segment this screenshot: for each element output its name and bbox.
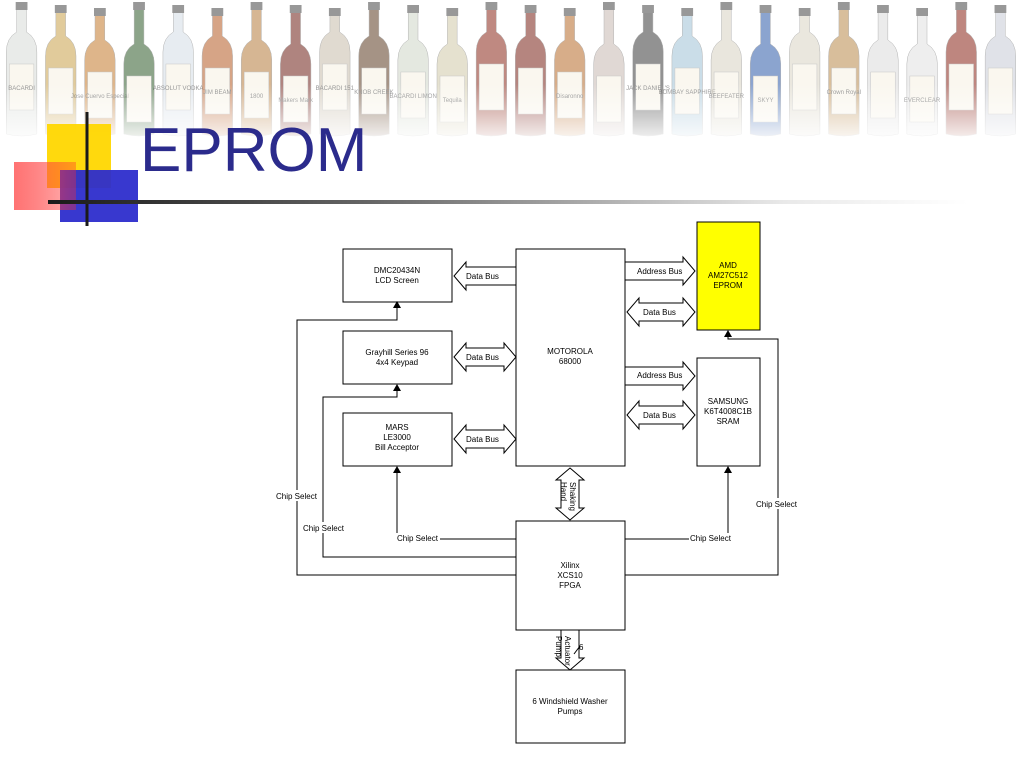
sram-line-1: SAMSUNG (708, 397, 748, 406)
sram-address-bus-label: Address Bus (637, 371, 682, 380)
fpga-block (515, 520, 626, 631)
fpga-line-2: XCS10 (557, 571, 583, 580)
lcd-data-bus-arrow (453, 260, 517, 292)
sram-block (696, 357, 761, 467)
keypad-data-bus-label: Data Bus (466, 353, 499, 362)
pump-count-label: 6 (579, 643, 584, 652)
keypad-line-1: Grayhill Series 96 (365, 348, 429, 357)
pump-actuator-arrow (554, 629, 586, 671)
sram-line-3: SRAM (716, 417, 739, 426)
lcd-line-1: DMC20434N (374, 266, 420, 275)
pumps-line-2: Pumps (558, 707, 583, 716)
pumps-block (515, 669, 626, 744)
sram-chip-select-label: Chip Select (690, 534, 732, 543)
cpu-block (515, 248, 626, 467)
banner-fade (0, 0, 1024, 140)
handshaking-label-1: Hand (559, 482, 568, 501)
keypad-chip-select-label: Chip Select (303, 524, 345, 533)
keypad-chip-select-line (322, 388, 516, 558)
sram-data-bus-label: Data Bus (643, 411, 676, 420)
lcd-chip-select-label: Chip Select (276, 492, 318, 501)
title-rule (48, 200, 968, 204)
pumps-line-1: 6 Windshield Washer (532, 697, 608, 706)
eprom-block (696, 221, 761, 331)
eprom-chip-select-label: Chip Select (756, 500, 798, 509)
lcd-line-2: LCD Screen (375, 276, 419, 285)
sram-cs-arrowhead (724, 466, 732, 473)
bill-data-bus-arrow (453, 423, 517, 455)
sram-line-2: K6T4008C1B (704, 407, 752, 416)
eprom-address-bus-label: Address Bus (637, 267, 682, 276)
chip-select-arrowheads (393, 301, 732, 473)
bill-chip-select-label: Chip Select (397, 534, 439, 543)
pump-actuator-label-1: Pump (554, 636, 563, 657)
eprom-data-bus-label: Data Bus (643, 308, 676, 317)
sram-cs-label-bg (689, 533, 733, 544)
fpga-line-3: FPGA (559, 581, 581, 590)
bottle-banner-image: BACARDIJose Cuervo EspecialABSOLUT VODKA… (0, 0, 1024, 140)
sram-data-bus-arrow (626, 399, 696, 431)
pump-bus-slash (573, 645, 581, 655)
pump-actuator-label-2: Actuator (563, 636, 572, 666)
page-title: EPROM (140, 116, 368, 185)
lcd-cs-label-bg (275, 490, 319, 501)
bill-line-3: Bill Acceptor (375, 443, 419, 452)
bill-acceptor-block (342, 412, 453, 467)
bill-data-bus-label: Data Bus (466, 435, 499, 444)
handshaking-label-2: Shaking (568, 482, 577, 511)
eprom-address-bus-arrow (624, 255, 696, 287)
lcd-chip-select-line (296, 306, 516, 576)
lcd-cs-arrowhead (393, 301, 401, 308)
lcd-data-bus-label: Data Bus (466, 272, 499, 281)
cpu-line-1: MOTOROLA (547, 347, 593, 356)
eprom-line-3: EPROM (713, 281, 743, 290)
keypad-data-bus-arrow (453, 341, 517, 373)
eprom-data-bus-arrow (626, 296, 696, 328)
keypad-line-2: 4x4 Keypad (376, 358, 418, 367)
bill-chip-select-line (396, 470, 516, 540)
bottle-banner: BACARDIJose Cuervo EspecialABSOLUT VODKA… (0, 0, 1024, 140)
bill-cs-label-bg (396, 533, 440, 544)
bill-cs-arrowhead (393, 466, 401, 473)
keypad-cs-arrowhead (393, 384, 401, 391)
handshaking-arrow (554, 467, 586, 521)
bill-line-1: MARS (385, 423, 408, 432)
fpga-line-1: Xilinx (560, 561, 579, 570)
lcd-screen-block (342, 248, 453, 303)
sram-address-bus-arrow (624, 360, 696, 392)
eprom-line-2: AM27C512 (708, 271, 749, 280)
cpu-line-2: 68000 (559, 357, 582, 366)
bill-line-2: LE3000 (383, 433, 411, 442)
keypad-block (342, 330, 453, 385)
eprom-line-1: AMD (719, 261, 737, 270)
eprom-chip-select-line (625, 334, 779, 576)
eprom-cs-arrowhead (724, 330, 732, 337)
eprom-cs-label-bg (755, 498, 799, 509)
sram-chip-select-line (625, 470, 729, 540)
keypad-cs-label-bg (302, 522, 346, 533)
